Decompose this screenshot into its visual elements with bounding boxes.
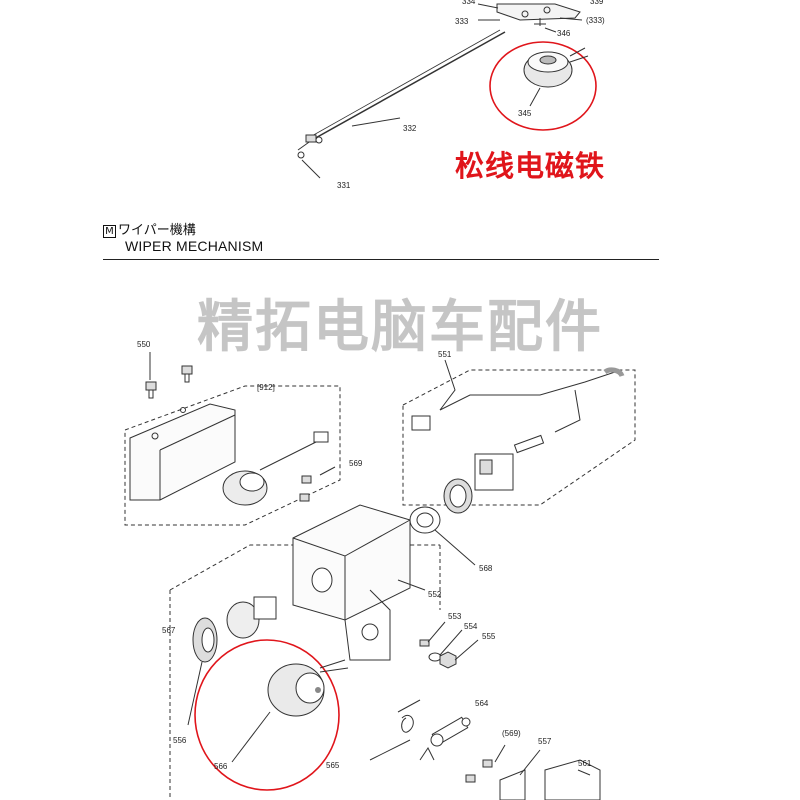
label-569: 569 [349, 459, 363, 468]
label-564: 564 [475, 699, 489, 708]
section-letter-box: M [103, 225, 116, 238]
label-568: 568 [479, 564, 493, 573]
label-331: 331 [337, 181, 351, 190]
section-divider [103, 259, 659, 260]
label-334: 334 [462, 0, 476, 6]
label-557: 557 [538, 737, 552, 746]
label-912: [912] [257, 383, 275, 392]
label-553: 553 [448, 612, 462, 621]
top-part-labels: 334 333 (333) 346 339 345 332 331 [337, 0, 605, 190]
label-569-ref: (569) [502, 729, 521, 738]
wiper-part-labels: 550 [912] 569 551 568 552 553 554 555 56… [137, 340, 592, 771]
watermark-text: 精拓电脑车配件 [197, 295, 603, 360]
label-346: 346 [557, 29, 571, 38]
section-title-jp-text: ワイパー機構 [118, 223, 196, 238]
label-565: 565 [326, 761, 340, 770]
section-title-en: WIPER MECHANISM [125, 238, 264, 254]
label-554: 554 [464, 622, 478, 631]
label-555: 555 [482, 632, 496, 641]
label-567: 567 [162, 626, 176, 635]
release-solenoid-top [489, 41, 597, 131]
label-345: 345 [518, 109, 532, 118]
label-333: 333 [455, 17, 469, 26]
label-566: 566 [214, 762, 228, 771]
label-561: 561 [578, 759, 592, 768]
label-339: 339 [590, 0, 604, 6]
label-332: 332 [403, 124, 417, 133]
label-556: 556 [173, 736, 187, 745]
label-552: 552 [428, 590, 442, 599]
release-solenoid-caption: 松线电磁铁 [455, 149, 606, 183]
label-333-ref: (333) [586, 16, 605, 25]
top-assembly [297, 3, 583, 179]
label-551: 551 [438, 350, 452, 359]
label-550: 550 [137, 340, 151, 349]
wiper-assembly [124, 352, 636, 800]
solenoid-566 [194, 639, 349, 791]
